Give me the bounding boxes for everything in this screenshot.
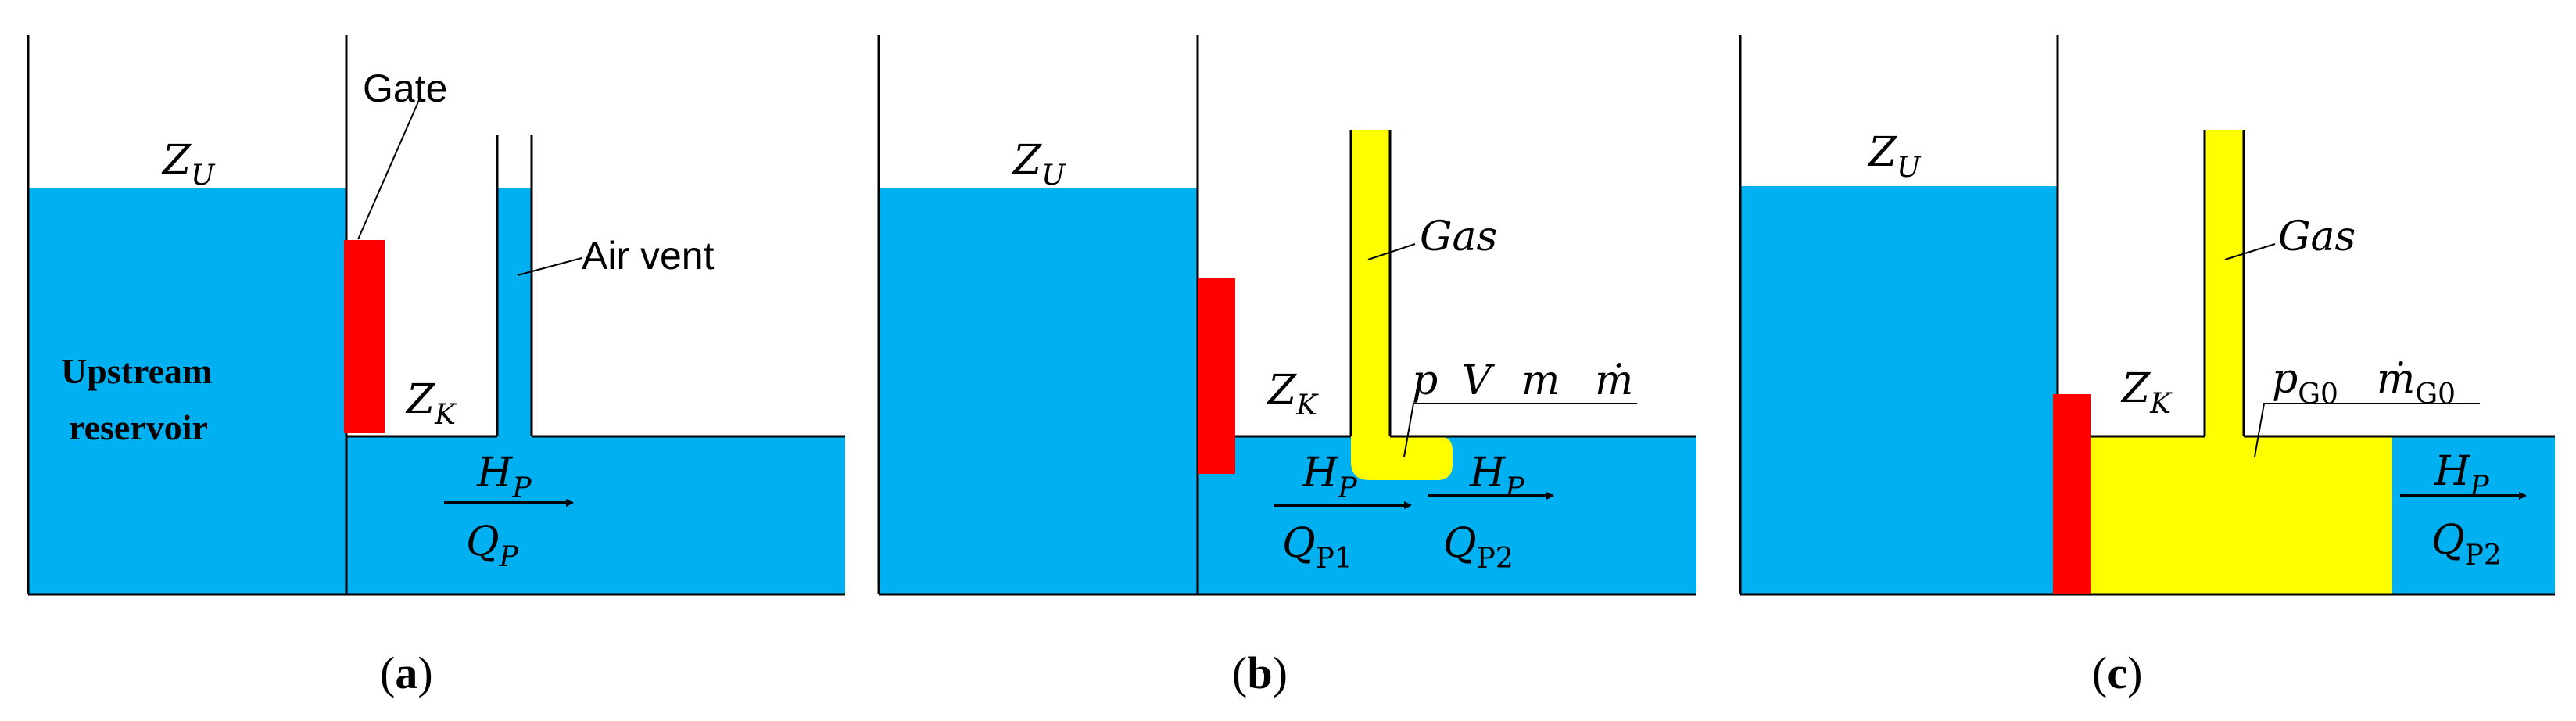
zu-label: ZU [161, 137, 216, 192]
gate [1198, 278, 1235, 474]
caption-a: (a) [380, 647, 433, 698]
zk-label: ZK [2120, 365, 2173, 420]
zu-label: ZU [1012, 137, 1066, 192]
qp-label: QP [466, 518, 519, 573]
v-label: V [1462, 357, 1495, 404]
zk-label: ZK [405, 376, 457, 431]
gas-column [1351, 130, 1453, 480]
pipe-water [2392, 436, 2555, 594]
reservoir-label-line2: reservoir [69, 407, 208, 447]
reservoir-water [28, 188, 346, 594]
gate-leader [357, 99, 420, 240]
zu-label: ZU [1867, 129, 1922, 184]
pvm-leader [1403, 403, 1637, 457]
qp1-label: QP1 [1282, 520, 1352, 575]
pg0-leader [2254, 403, 2480, 457]
hp-label: HP [476, 450, 532, 504]
gate [344, 240, 385, 433]
hp1-label: HP [1302, 450, 1357, 504]
air-vent-label: Air vent [582, 234, 715, 278]
p-label: p [1412, 357, 1438, 404]
reservoir-water [879, 188, 1198, 594]
pipe-water [346, 436, 845, 594]
gas-label: Gas [1420, 213, 1497, 260]
reservoir-label-line1: Upstream [61, 351, 212, 391]
mdot-label: ṁ [1595, 357, 1633, 404]
reservoir-water [1740, 186, 2058, 594]
gate [2053, 394, 2091, 594]
gas-column [2205, 130, 2244, 436]
gate-label: Gate [363, 66, 447, 110]
gas-leader [2224, 243, 2276, 260]
zk-label: ZK [1267, 367, 1319, 421]
panel-a: ZU Gate Air vent Upstream reservoir ZK H… [27, 35, 845, 698]
m-label: m [1521, 357, 1560, 404]
panel-b: ZU Gas ZK p V m ṁ HP QP1 HP QP2 (b) [877, 35, 1696, 698]
hp-label: HP [2434, 448, 2489, 503]
caption-c: (c) [2092, 647, 2142, 698]
gas-pocket [2091, 436, 2392, 594]
qp2-label: QP2 [1443, 520, 1514, 575]
mdotg0-label: ṁG0 [2377, 356, 2456, 411]
caption-b: (b) [1232, 647, 1288, 698]
air-vent-leader [517, 257, 582, 276]
gas-label: Gas [2278, 213, 2356, 260]
hp2-label: HP [1469, 450, 1524, 504]
qp2-label: QP2 [2431, 517, 2502, 572]
panel-c: ZU Gas ZK pG0 ṁG0 HP QP2 (c) [1739, 35, 2555, 698]
gas-leader [1367, 243, 1416, 260]
air-vent-water [497, 188, 532, 436]
pg0-label: pG0 [2272, 356, 2338, 411]
